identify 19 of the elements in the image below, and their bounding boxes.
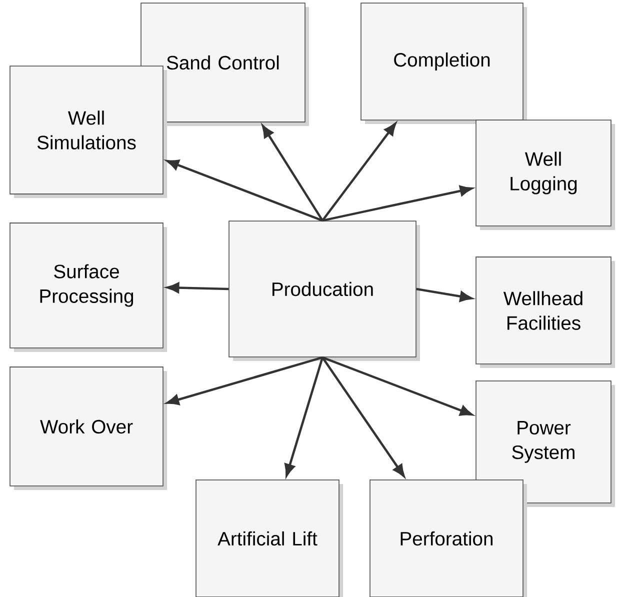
process-box: Perforation	[370, 480, 524, 597]
process-box: Completion	[360, 2, 524, 120]
arrow	[166, 160, 323, 222]
process-box: Wellhead Facilities	[476, 256, 612, 364]
process-box: Sand Control	[140, 2, 306, 122]
process-box: Well Logging	[476, 120, 612, 226]
arrow	[322, 356, 405, 477]
process-box: Power System	[476, 380, 612, 504]
arrow	[284, 357, 324, 476]
process-box: Surface Processing	[10, 222, 164, 348]
arrow	[322, 356, 472, 416]
arrow	[166, 282, 229, 294]
process-box: Artificial Lift	[196, 480, 340, 597]
process-box: Well Simulations	[10, 66, 164, 194]
arrow	[416, 288, 472, 302]
process-box: Work Over	[10, 366, 164, 486]
process-box: Producation	[228, 220, 416, 358]
arrow	[166, 356, 323, 405]
arrow	[262, 125, 324, 222]
